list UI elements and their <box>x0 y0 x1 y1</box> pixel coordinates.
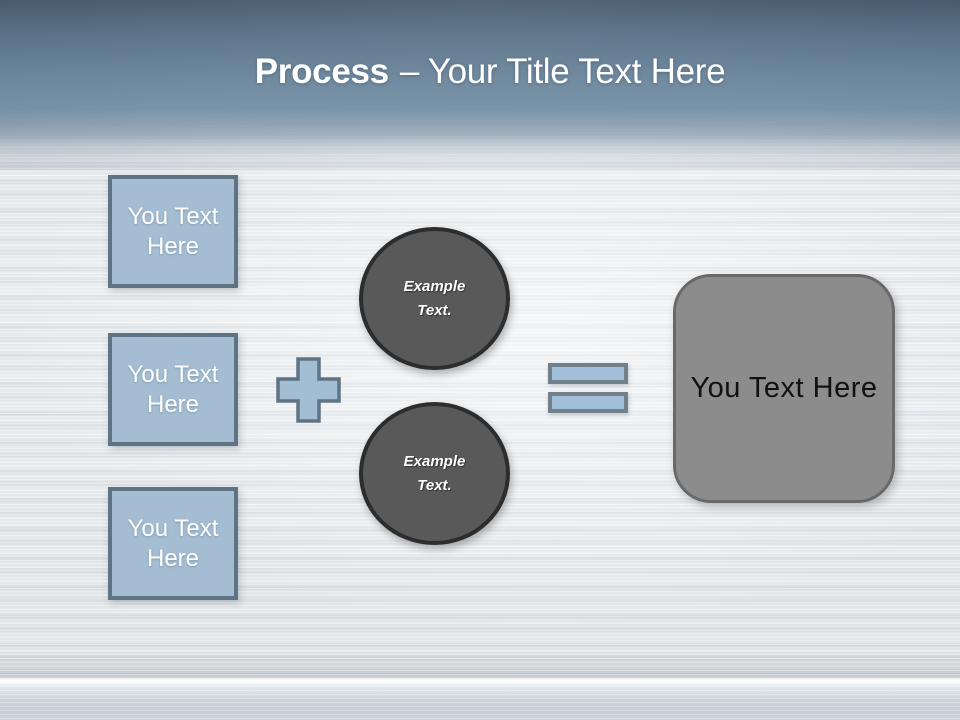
equals-bar-top <box>548 363 628 384</box>
text-placeholder-box-1[interactable]: You Text Here <box>108 175 238 288</box>
plus-icon-shape <box>276 357 341 423</box>
circle-2-line-1: Example <box>403 452 466 470</box>
slide-title[interactable]: Process – Your Title Text Here <box>0 50 960 94</box>
box-1-label: You Text Here <box>127 202 219 260</box>
box-2-label: You Text Here <box>127 360 219 418</box>
text-placeholder-box-2[interactable]: You Text Here <box>108 333 238 446</box>
title-rest-text: – Your Title Text Here <box>399 52 726 91</box>
title-bold-text: Process <box>254 52 389 91</box>
box-3-label: You Text Here <box>127 514 219 572</box>
circle-2-line-2: Text. <box>417 476 452 494</box>
circle-1-line-1: Example <box>403 277 466 295</box>
equals-bar-bottom <box>548 392 628 413</box>
example-circle-2[interactable]: Example Text. <box>359 402 510 545</box>
text-placeholder-box-3[interactable]: You Text Here <box>108 487 238 600</box>
circle-1-line-2: Text. <box>417 301 452 319</box>
result-box[interactable]: You Text Here <box>673 274 895 503</box>
example-circle-1[interactable]: Example Text. <box>359 227 510 370</box>
bottom-metal-band <box>0 650 960 720</box>
result-box-label: You Text Here <box>690 372 878 404</box>
plus-icon[interactable] <box>274 355 343 430</box>
